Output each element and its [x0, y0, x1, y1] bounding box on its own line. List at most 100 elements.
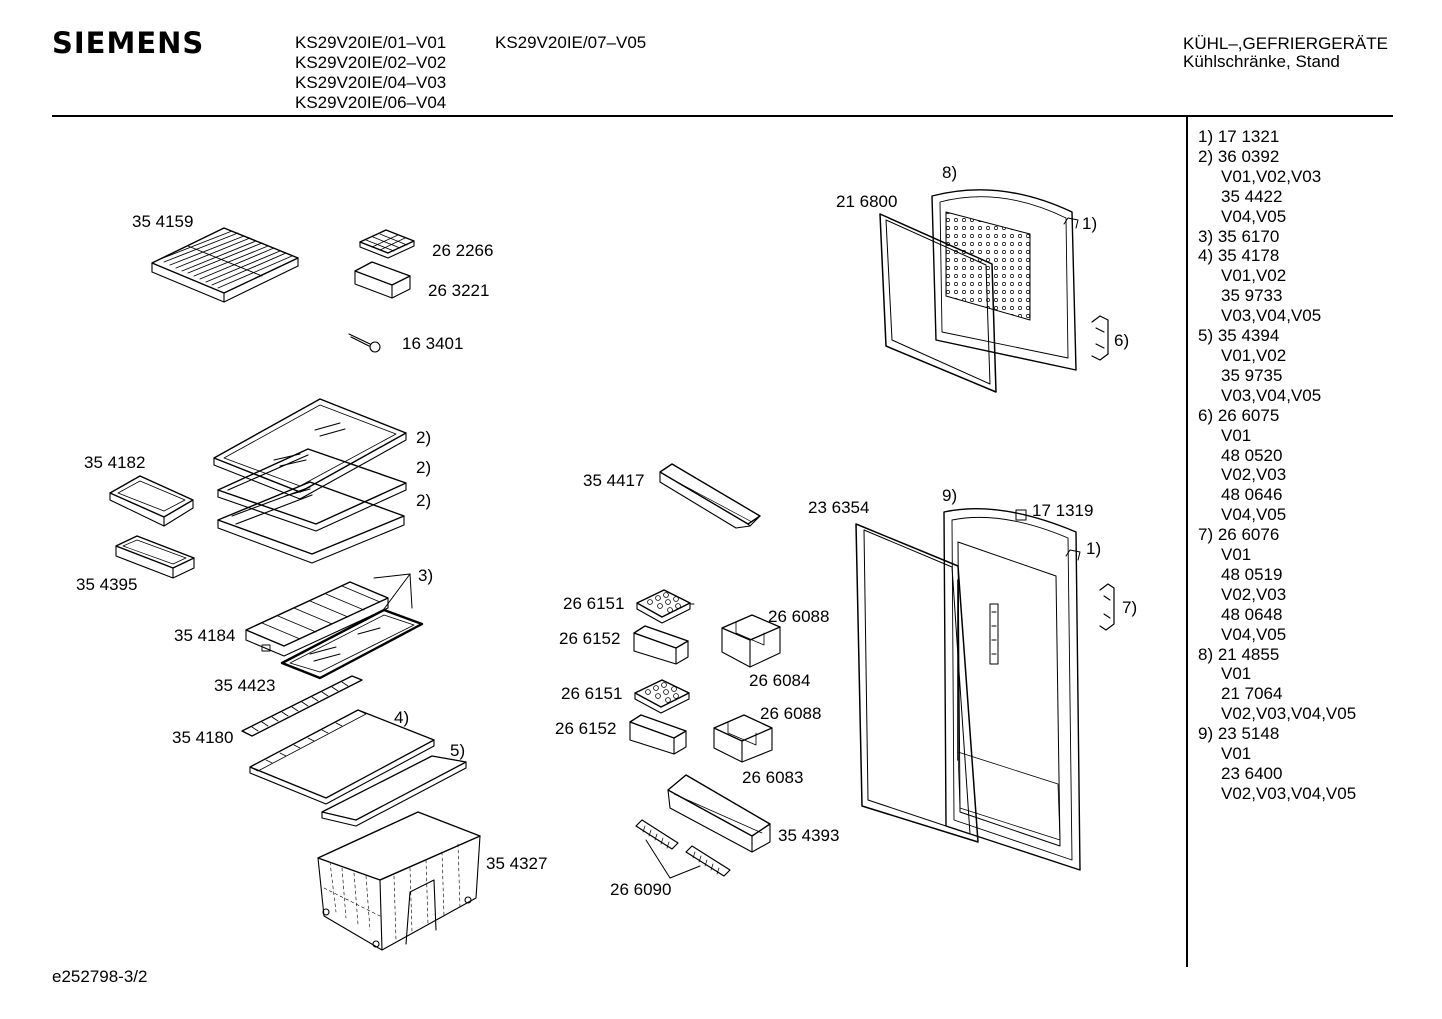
bottle-retainer-strip: [636, 820, 678, 849]
door-bin: [634, 626, 688, 664]
wire-shelf: [152, 228, 298, 302]
parts-list-variant: V01: [1221, 545, 1252, 565]
category-heading: KÜHL–,GEFRIERGERÄTE Kühlschränke, Stand: [1183, 35, 1388, 71]
callout-lines-266090: [646, 840, 700, 878]
parts-list-variant: V01: [1221, 425, 1252, 445]
drawing-code: e252798-3/2: [52, 967, 148, 986]
marker-5: 5): [450, 741, 466, 760]
label-266090: 26 6090: [610, 880, 672, 899]
parts-list-entry: 2) 36 0392: [1198, 146, 1280, 166]
storage-box: [355, 262, 410, 298]
label-216800: 21 6800: [836, 192, 898, 211]
marker-2-top: 2): [416, 428, 432, 447]
glass-plate: [282, 610, 422, 678]
label-354327: 35 4327: [486, 854, 548, 873]
parts-list-variant: V04,V05: [1221, 505, 1287, 525]
parts-list-variant: 21 7064: [1221, 684, 1283, 704]
parts-list-variant: 48 0648: [1221, 604, 1283, 624]
parts-list-variant: 35 9733: [1221, 286, 1283, 306]
fridge-door: [944, 509, 1080, 870]
parts-list-entry: 3) 35 6170: [1198, 226, 1280, 246]
marker-1-upper: 1): [1082, 214, 1098, 233]
parts-list-variant: V04,V05: [1221, 206, 1287, 226]
glass-plate-lower: [322, 756, 466, 826]
marker-3: 3): [418, 566, 434, 585]
parts-list-entry: 7) 26 6076: [1198, 525, 1280, 545]
label-354393: 35 4393: [778, 826, 840, 845]
label-266088-lower: 26 6088: [760, 704, 822, 723]
callout-lines-3: [374, 574, 412, 609]
model-number: KS29V20IE/07–V05: [495, 33, 647, 52]
marker-4: 4): [394, 708, 410, 727]
ice-cube-tray: [360, 230, 414, 258]
parts-list-variant: V02,V03: [1221, 584, 1287, 604]
parts-list-variant: V02,V03,V04,V05: [1221, 783, 1357, 803]
marker-1-lower: 1): [1086, 539, 1102, 558]
egg-tray: [635, 680, 689, 713]
label-171319: 17 1319: [1032, 501, 1094, 520]
model-list-primary: KS29V20IE/01–V01 KS29V20IE/02–V02 KS29V2…: [295, 33, 446, 113]
freezer-door: [932, 190, 1076, 370]
label-266084: 26 6084: [749, 671, 811, 690]
cover-plate: [250, 710, 434, 804]
header-divider: [52, 115, 1393, 117]
parts-list-variant: V02,V03: [1221, 465, 1287, 485]
label-354180: 35 4180: [172, 728, 234, 747]
label-163401: 16 3401: [402, 334, 464, 353]
key-part: [349, 334, 380, 352]
parts-list-entry: 9) 23 5148: [1198, 724, 1280, 744]
label-354182: 35 4182: [84, 453, 146, 472]
parts-list-variant: V01,V02,V03: [1221, 166, 1322, 186]
small-drawer: [116, 536, 194, 578]
label-354423: 35 4423: [214, 676, 276, 695]
marker-7: 7): [1122, 598, 1138, 617]
parts-list-variant: V01,V02: [1221, 345, 1287, 365]
door-shelf-upper: [660, 464, 760, 528]
marker-2-middle: 2): [416, 458, 432, 477]
parts-list-variant: 48 0520: [1221, 445, 1283, 465]
bottle-holder: [714, 715, 772, 762]
label-266151-upper: 26 6151: [563, 594, 625, 613]
marker-6: 6): [1114, 331, 1130, 350]
bottle-retainer-strip: [686, 846, 730, 876]
parts-list-entry: 6) 26 6075: [1198, 405, 1280, 425]
marker-9: 9): [942, 486, 958, 505]
parts-list-variant: 48 0646: [1221, 485, 1283, 505]
model-list-secondary: KS29V20IE/07–V05: [495, 33, 646, 53]
label-354184: 35 4184: [174, 626, 236, 645]
model-number: KS29V20IE/04–V03: [295, 73, 447, 92]
door-hinge-lower: [1100, 584, 1114, 630]
crisper-drawer: [318, 812, 480, 950]
label-354395: 35 4395: [76, 575, 138, 594]
label-262266: 26 2266: [432, 241, 494, 260]
marker-2-bottom: 2): [416, 491, 432, 510]
category-line: KÜHL–,GEFRIERGERÄTE: [1183, 34, 1388, 53]
label-266088-upper: 26 6088: [768, 607, 830, 626]
model-number: KS29V20IE/06–V04: [295, 93, 447, 112]
label-354159: 35 4159: [132, 212, 194, 231]
label-236354: 23 6354: [808, 498, 870, 517]
ribbed-cover: [246, 582, 388, 656]
bottle-holder: [722, 615, 780, 667]
hinge-cap: [1064, 218, 1078, 228]
parts-list-variant: 35 9735: [1221, 365, 1283, 385]
label-266152-lower: 26 6152: [555, 719, 617, 738]
small-tray: [110, 476, 193, 526]
parts-list-variant: 23 6400: [1221, 764, 1283, 783]
parts-list-entry: 4) 35 4178: [1198, 246, 1280, 266]
parts-list-variant: V01: [1221, 744, 1252, 764]
small-cap: [1016, 510, 1026, 520]
parts-list-variant: V02,V03,V04,V05: [1221, 704, 1357, 724]
vent-strip: [242, 676, 362, 736]
egg-tray: [637, 590, 690, 623]
parts-list-variant: V01: [1221, 664, 1252, 684]
door-shelf-lower: [668, 775, 770, 852]
glass-shelf: [218, 482, 404, 563]
glass-shelf: [218, 449, 406, 531]
label-263221: 26 3221: [428, 281, 490, 300]
door-hinge-upper: [1092, 316, 1108, 360]
door-gasket-freezer: [880, 214, 996, 392]
parts-list-variant: V01,V02: [1221, 266, 1287, 286]
